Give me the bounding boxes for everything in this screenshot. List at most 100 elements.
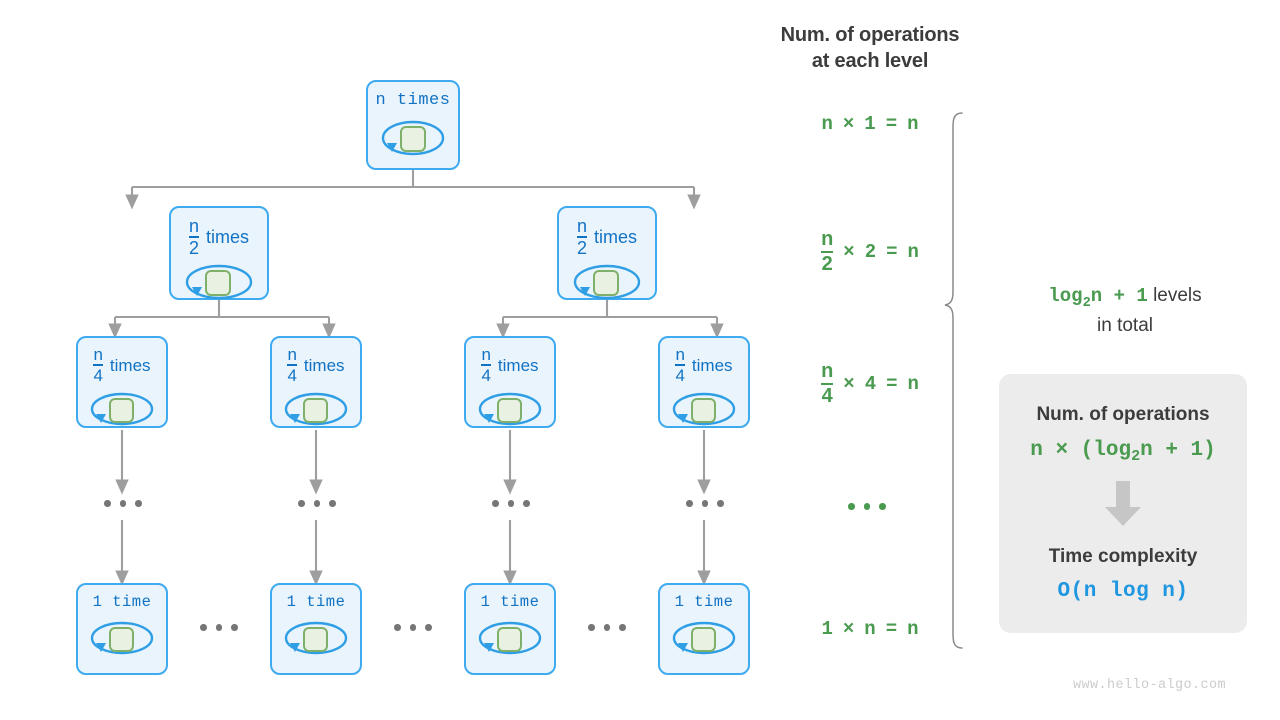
- operations-row-level-1: n × 1 = n: [748, 110, 992, 138]
- self-loop-icon: [280, 617, 352, 659]
- tree-node-half-1[interactable]: n 2 times: [169, 206, 269, 300]
- fraction: n 4: [675, 345, 685, 386]
- op-result: n: [907, 373, 919, 395]
- fraction-denominator: 2: [821, 251, 834, 275]
- tree-node-leaf-2[interactable]: 1 time: [270, 583, 362, 675]
- node-label-word: times: [109, 355, 151, 375]
- levels-note: log2n + 1 levels in total: [1000, 283, 1250, 340]
- op-result: n: [907, 618, 919, 640]
- op-left: 1: [821, 618, 833, 640]
- fraction: n 4: [287, 345, 297, 386]
- operations-row-ellipsis: [848, 503, 886, 510]
- operations-row-level-2: n 2 × 2 = n: [748, 229, 992, 275]
- horizontal-ellipsis-3: [588, 624, 626, 631]
- node-label: 1 time: [480, 593, 540, 611]
- operations-column-title: Num. of operations at each level: [748, 22, 992, 75]
- node-label: n 4 times: [660, 346, 748, 385]
- tree-node-quarter-1[interactable]: n 4 times: [76, 336, 168, 428]
- node-label-word: times: [594, 227, 638, 248]
- op-left: n: [821, 113, 833, 135]
- self-loop-icon: [280, 388, 352, 426]
- fraction-numerator: n: [675, 345, 685, 364]
- tree-node-half-2[interactable]: n 2 times: [557, 206, 657, 300]
- op-times: ×: [842, 113, 855, 135]
- fraction-numerator: n: [93, 345, 103, 364]
- node-label: n times: [375, 91, 451, 110]
- tree-node-leaf-3[interactable]: 1 time: [464, 583, 556, 675]
- fraction: n 2: [188, 216, 199, 259]
- fraction-numerator: n: [287, 345, 297, 364]
- self-loop-icon: [569, 260, 645, 299]
- horizontal-ellipsis-1: [200, 624, 238, 631]
- op-equals: =: [885, 113, 898, 135]
- fraction: n 4: [821, 361, 834, 407]
- op-right: 2: [864, 241, 877, 263]
- tree-node-leaf-4[interactable]: 1 time: [658, 583, 750, 675]
- tree-node-quarter-3[interactable]: n 4 times: [464, 336, 556, 428]
- levels-formula-suffix: n + 1: [1090, 285, 1148, 307]
- levels-note-line1: log2n + 1 levels: [1000, 283, 1250, 313]
- card-formula-complexity: O(n log n): [1057, 580, 1189, 604]
- tree-node-leaf-1[interactable]: 1 time: [76, 583, 168, 675]
- card-formula-suffix: n + 1): [1140, 439, 1216, 462]
- op-equals: =: [886, 373, 898, 395]
- node-label: 1 time: [674, 593, 734, 611]
- self-loop-icon: [378, 115, 448, 159]
- levels-note-line2: in total: [1097, 315, 1153, 337]
- fraction: n 2: [821, 228, 834, 275]
- op-times: ×: [843, 241, 855, 263]
- fraction-denominator: 2: [576, 236, 587, 259]
- node-label: n 2 times: [559, 217, 655, 258]
- fraction-denominator: 4: [287, 364, 297, 386]
- horizontal-ellipsis-2: [394, 624, 432, 631]
- op-equals: =: [885, 618, 898, 640]
- levels-brace: [944, 112, 963, 649]
- op-result: n: [907, 113, 919, 135]
- op-times: ×: [843, 373, 855, 395]
- vertical-ellipsis-1: [104, 500, 142, 507]
- vertical-ellipsis-3: [492, 500, 530, 507]
- op-times: ×: [842, 618, 855, 640]
- watermark: www.hello-algo.com: [1073, 678, 1227, 693]
- node-label-word: times: [497, 355, 539, 375]
- op-result: n: [907, 241, 919, 263]
- fraction-numerator: n: [821, 228, 834, 250]
- fraction-denominator: 4: [481, 364, 491, 386]
- levels-formula: log2n + 1: [1048, 285, 1148, 311]
- summary-card: Num. of operations n × (log2n + 1) Time …: [999, 374, 1247, 633]
- card-heading-operations: Num. of operations: [1036, 404, 1210, 425]
- op-equals: =: [886, 241, 898, 263]
- levels-formula-sub: 2: [1082, 295, 1091, 311]
- tree-node-quarter-2[interactable]: n 4 times: [270, 336, 362, 428]
- self-loop-icon: [668, 617, 740, 659]
- fraction-denominator: 2: [188, 236, 199, 259]
- self-loop-icon: [474, 388, 546, 426]
- node-label: n 4 times: [466, 346, 554, 385]
- self-loop-icon: [668, 388, 740, 426]
- self-loop-icon: [474, 617, 546, 659]
- vertical-ellipsis-2: [298, 500, 336, 507]
- op-right: n: [864, 618, 876, 640]
- tree-node-root[interactable]: n times: [366, 80, 460, 170]
- operations-row-level-last: 1 × n = n: [748, 615, 992, 643]
- operations-title-line2: at each level: [811, 50, 929, 73]
- fraction-numerator: n: [188, 216, 199, 236]
- self-loop-icon: [86, 388, 158, 426]
- fraction-denominator: 4: [93, 364, 103, 386]
- node-label: n 4 times: [78, 346, 166, 385]
- node-label: 1 time: [92, 593, 152, 611]
- node-label: 1 time: [286, 593, 346, 611]
- operations-title-line1: Num. of operations: [780, 24, 960, 46]
- card-formula-operations: n × (log2n + 1): [1030, 439, 1216, 465]
- fraction: n 2: [576, 216, 587, 259]
- fraction-numerator: n: [576, 216, 587, 236]
- op-right: 4: [864, 373, 877, 395]
- op-right: 1: [864, 113, 876, 135]
- tree-node-quarter-4[interactable]: n 4 times: [658, 336, 750, 428]
- fraction-denominator: 4: [821, 383, 834, 407]
- fraction: n 4: [481, 346, 491, 386]
- fraction-denominator: 4: [675, 364, 685, 386]
- vertical-ellipsis-4: [686, 500, 724, 507]
